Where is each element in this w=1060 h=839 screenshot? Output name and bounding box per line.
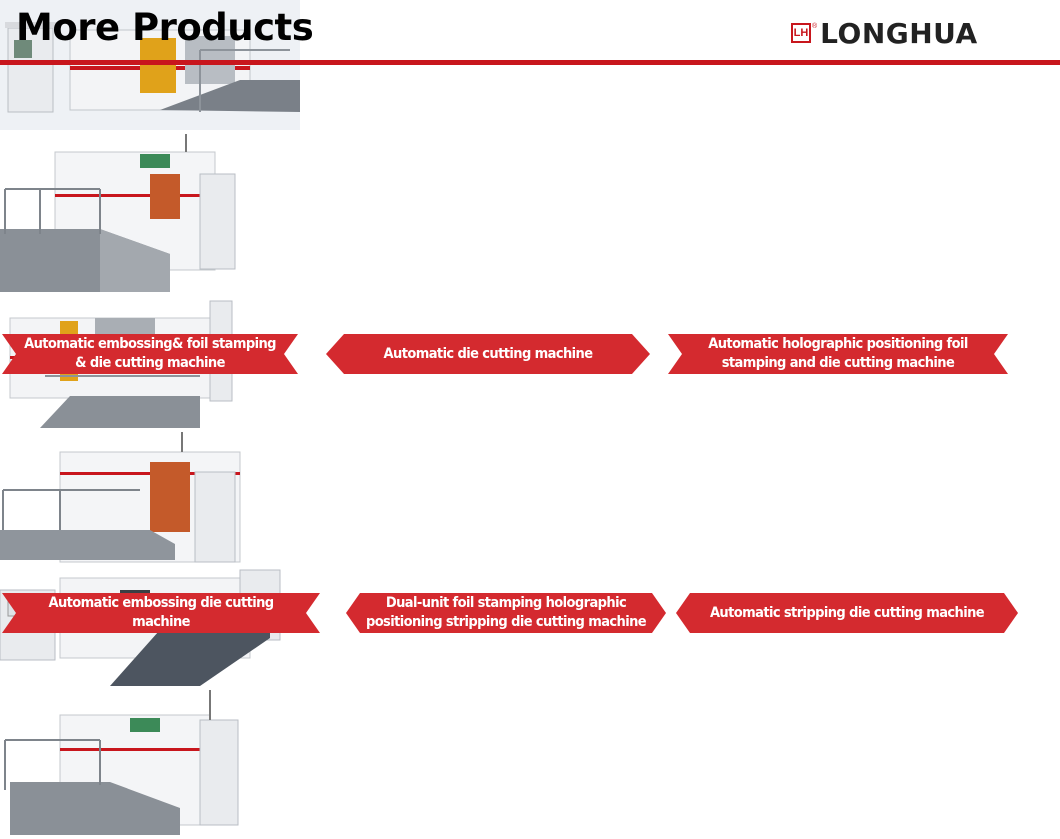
product-name-1: Automatic embossing& foil stamping & die … — [2, 334, 298, 374]
product-name-5-line-2: positioning stripping die cutting machin… — [365, 614, 647, 630]
product-name-5-line-1: Dual-unit foil stamping holographic — [385, 595, 627, 611]
logo-mark-icon: LH — [791, 23, 811, 43]
product-ribbon-3: Automatic holographic positioning foil st… — [668, 334, 1008, 374]
product-name-1-line-1: Automatic embossing& foil stamping — [24, 336, 276, 352]
product-name-3-line-2: stamping and die cutting machine — [721, 355, 955, 371]
product-name-6-line-1: Automatic stripping die cutting machine — [709, 604, 985, 621]
product-name-1-line-2: & die cutting machine — [75, 355, 225, 371]
product-card-1[interactable]: Automatic embossing& foil stamping & die … — [0, 0, 1060, 374]
product-ribbon-2: Automatic die cutting machine — [326, 334, 650, 374]
product-ribbon-4: Automatic embossing die cutting machine — [2, 593, 320, 633]
product-name-2: Automatic die cutting machine — [326, 334, 650, 374]
product-name-6: Automatic stripping die cutting machine — [676, 593, 1018, 633]
product-ribbon-1: Automatic embossing& foil stamping & die … — [2, 334, 298, 374]
machine-image-4 — [0, 432, 241, 563]
logo-wordmark: LONGHUA — [820, 16, 978, 50]
product-card-4[interactable]: Automatic embossing die cutting machine — [0, 432, 1060, 633]
product-card-2[interactable]: Automatic die cutting machine — [0, 134, 1060, 374]
product-ribbon-5: Dual-unit foil stamping holographic posit… — [346, 593, 666, 633]
product-name-4-line-1: Automatic embossing die cutting — [48, 595, 274, 611]
product-name-4-line-2: machine — [132, 614, 190, 630]
product-name-3: Automatic holographic positioning foil st… — [668, 334, 1008, 374]
registered-mark: ® — [812, 22, 818, 30]
product-card-6[interactable]: Automatic stripping die cutting machine — [0, 593, 1060, 839]
machine-image-1 — [0, 0, 300, 130]
page-title: More Products — [16, 6, 314, 49]
brand-logo: LH ® LONGHUA — [791, 16, 978, 50]
product-ribbon-6: Automatic stripping die cutting machine — [676, 593, 1018, 633]
product-name-4: Automatic embossing die cutting machine — [2, 593, 320, 633]
product-name-5: Dual-unit foil stamping holographic posit… — [346, 593, 666, 633]
product-name-3-line-1: Automatic holographic positioning foil — [708, 336, 968, 352]
machine-image-6 — [4, 690, 239, 835]
machine-image-2 — [0, 134, 236, 292]
header-divider — [0, 60, 1060, 65]
product-name-2-line-1: Automatic die cutting machine — [383, 345, 594, 362]
